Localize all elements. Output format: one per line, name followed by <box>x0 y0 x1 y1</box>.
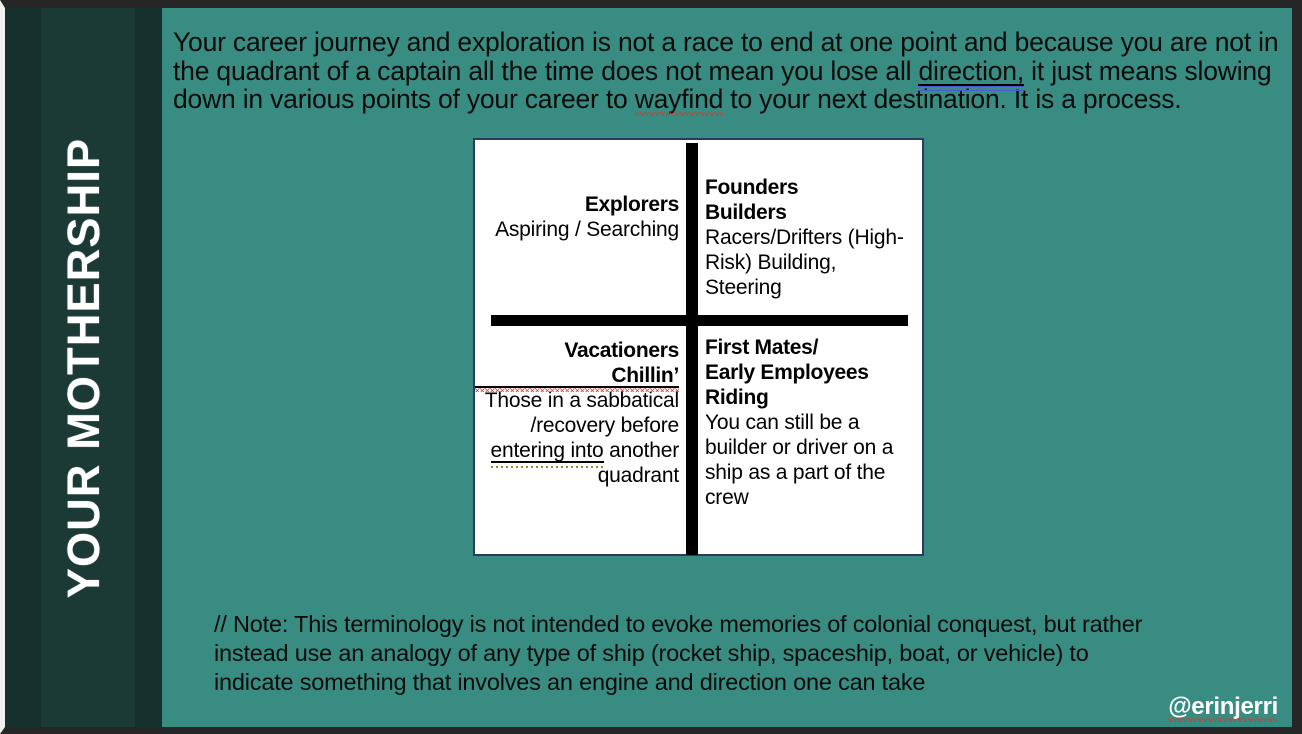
watermark-handle: @erinjerri <box>1168 693 1278 722</box>
quadrant-bl-body-flagged[interactable]: entering into <box>490 439 604 468</box>
quadrant-bl-heading: Vacationers <box>564 339 679 362</box>
intro-text-part-1: Your career journey and exploration is n… <box>173 27 1279 86</box>
quadrant-br-heading-1: First Mates/ <box>705 336 819 359</box>
quadrant-br-heading-2: Early Employees <box>705 361 869 384</box>
sidebar: YOUR MOTHERSHIP <box>5 8 162 727</box>
quadrant-tl-heading: Explorers <box>584 193 679 216</box>
grammar-flagged-word[interactable]: direction, <box>918 55 1025 86</box>
note-paragraph: // Note: This terminology is not intende… <box>214 611 1143 695</box>
quadrant-tr-body: Racers/Drifters (High-Risk) Building, St… <box>705 226 904 299</box>
slide-content: Your career journey and exploration is n… <box>162 8 1292 727</box>
quadrant-vertical-divider <box>686 143 698 555</box>
quadrant-tl-body: Aspiring / Searching <box>495 218 679 241</box>
quadrant-bl-body-after: another quadrant <box>597 439 680 487</box>
sidebar-title: YOUR MOTHERSHIP <box>57 137 109 598</box>
quadrant-br-body: You can still be a builder or driver on … <box>705 411 894 509</box>
watermark: @erinjerri <box>1168 693 1278 722</box>
quadrant-bl-body-before: Those in a sabbatical /recovery before <box>484 389 679 437</box>
quadrant-tr-heading-1: Founders <box>705 176 799 199</box>
quadrant-br-heading-3: Riding <box>705 386 769 409</box>
sidebar-accent-band <box>41 8 135 727</box>
intro-paragraph: Your career journey and exploration is n… <box>173 27 1285 115</box>
quadrant-horizontal-divider <box>491 315 908 326</box>
quadrant-bl-heading-flagged[interactable]: Chillin’ <box>475 363 679 392</box>
spell-flagged-word[interactable]: wayfind <box>634 84 724 115</box>
intro-text-part-2: it just means slowing down in various po… <box>173 55 1272 114</box>
quadrant-tr-heading-2: Builders <box>705 201 787 224</box>
